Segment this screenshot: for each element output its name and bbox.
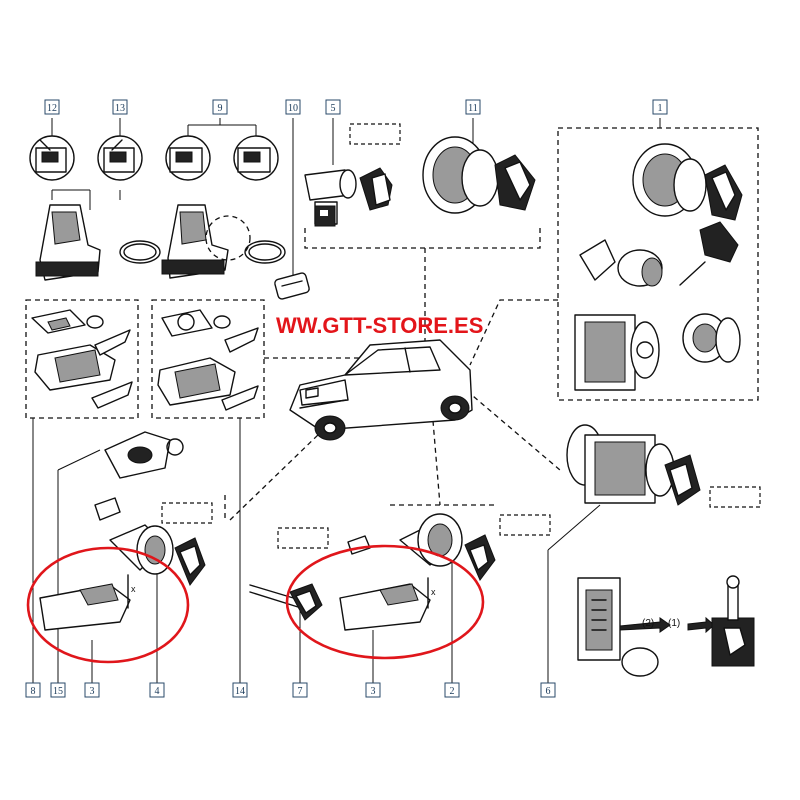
remote-key-15 <box>104 431 184 479</box>
callout-13: 13 <box>112 99 128 115</box>
inset-detail-13 <box>97 135 143 181</box>
remote-transmitter-mid <box>161 204 286 279</box>
remote-transmitter-left <box>35 204 161 281</box>
svg-text:12: 12 <box>47 103 57 114</box>
svg-text:2: 2 <box>450 686 455 697</box>
svg-text:8: 8 <box>31 686 36 697</box>
callout-11: 11 <box>465 99 481 115</box>
procedure-step-1-label: (1) <box>668 618 680 629</box>
callout-9: 9 <box>212 99 228 115</box>
svg-text:9: 9 <box>218 103 223 114</box>
key-blank-7 <box>249 583 323 621</box>
door-lock-4 <box>94 497 213 587</box>
svg-text:1: 1 <box>658 103 663 114</box>
svg-text:13: 13 <box>115 103 125 114</box>
svg-text:5: 5 <box>331 103 336 114</box>
callout-4: 4 <box>149 682 165 698</box>
key-battery-procedure <box>577 575 755 677</box>
svg-text:10: 10 <box>288 103 298 114</box>
group-frame-right-locks <box>557 127 759 401</box>
callout-3-right: 3 <box>365 682 381 698</box>
svg-text:14: 14 <box>235 686 245 697</box>
fuel-pump-icon <box>314 205 336 227</box>
svg-text:3: 3 <box>371 686 376 697</box>
svg-text:4: 4 <box>155 686 160 697</box>
group-frame-left-remotes <box>25 299 139 419</box>
svg-text:7: 7 <box>298 686 303 697</box>
lock-lever-3-right: x <box>339 577 436 631</box>
callout-10: 10 <box>285 99 301 115</box>
svg-text:15: 15 <box>53 686 63 697</box>
dimension-label-left: x <box>131 584 136 594</box>
callout-8: 8 <box>25 682 41 698</box>
svg-text:3: 3 <box>90 686 95 697</box>
callout-7: 7 <box>292 682 308 698</box>
remote-receiver-8 <box>31 309 133 409</box>
callout-12: 12 <box>44 99 60 115</box>
highlight-ring-right <box>285 544 485 660</box>
callout-1: 1 <box>652 99 668 115</box>
callout-3-left: 3 <box>84 682 100 698</box>
inset-detail-12 <box>29 135 75 181</box>
lock-kit-1 <box>574 143 743 391</box>
inset-detail-9 <box>165 135 279 181</box>
svg-text:11: 11 <box>468 103 478 114</box>
door-lock-2 <box>277 513 551 581</box>
fuel-cap-11 <box>422 136 536 214</box>
procedure-step-2-label: (2) <box>642 618 654 629</box>
callout-15: 15 <box>50 682 66 698</box>
tailgate-lock-6 <box>566 424 761 508</box>
dimension-label-right: x <box>431 587 436 597</box>
callout-6: 6 <box>540 682 556 698</box>
callout-2: 2 <box>444 682 460 698</box>
watermark-text: WW.GTT-STORE.ES <box>276 313 483 338</box>
svg-text:6: 6 <box>546 686 551 697</box>
highlight-ring-left <box>26 546 190 664</box>
callout-5: 5 <box>325 99 341 115</box>
group-frame-mid-remotes <box>151 299 265 419</box>
remote-receiver-14 <box>157 309 259 411</box>
lock-lever-3-left: x <box>39 574 136 631</box>
small-battery-part <box>274 272 310 300</box>
callout-14: 14 <box>232 682 248 698</box>
car-illustration <box>289 339 473 441</box>
